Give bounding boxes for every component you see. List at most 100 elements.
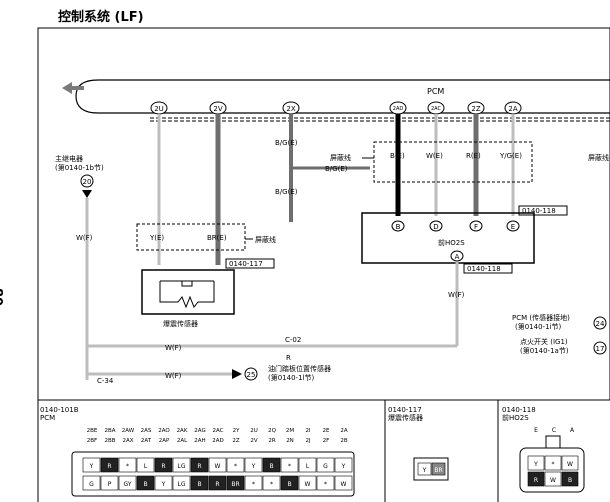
shield-box-knock [136, 223, 246, 251]
wire-label-be: B(E) [390, 152, 405, 160]
pcm-ground-ref: (第0140-1i节) [515, 322, 561, 331]
pin-d-label: D [433, 223, 438, 231]
shield-box-ho2s [373, 141, 533, 183]
ref-box-118-a [518, 205, 568, 216]
pcm-pin-label: 2BB [104, 438, 115, 444]
pcm-pin-color: * [288, 463, 291, 470]
pcm-pin-label: 2AW [122, 428, 135, 434]
terminal-25 [244, 367, 258, 381]
ho2s-pin-color: R [534, 477, 538, 484]
pcm-pin-color: * [234, 463, 237, 470]
ref-0140-118-a: 0140-118 [522, 207, 556, 215]
page-title: 控制系统 (LF) [58, 10, 144, 25]
pcm-pin-label: 2AL [177, 438, 188, 444]
pcm-pin-cell [190, 475, 209, 491]
pcm-pin-cell [244, 475, 263, 491]
ignition-ref: (第0140-1a节) [520, 346, 569, 355]
pcm-pin-cell [136, 475, 155, 491]
pcm-pin-label: 2BE [87, 428, 98, 434]
terminal-2x-label: 2X [286, 105, 295, 113]
ho2s-pin-cell [527, 471, 545, 487]
wire-label-bre: BR(E) [207, 234, 227, 242]
pcm-pin-cell [280, 475, 299, 491]
pcm-pin-label: 2J [305, 438, 310, 444]
pcm-pin-cell [154, 457, 173, 473]
diagram-frame [37, 27, 610, 401]
wire-label-wf-2: W(F) [448, 291, 465, 299]
wires [157, 114, 515, 265]
pcm-bus-bar [75, 79, 610, 114]
pcm-pin-cell [208, 475, 227, 491]
pcm-pin-cell [226, 475, 245, 491]
wire-label-re: R(E) [466, 152, 481, 160]
pcm-pin-label: 2M [286, 428, 294, 434]
ho2s-pin-color: W [550, 477, 556, 484]
wire-label-wf-3: W(F) [165, 344, 182, 352]
ho2s-pin-cell [561, 471, 579, 487]
pcm-pin-cell [118, 457, 137, 473]
ho2s-pin-color: W [567, 461, 573, 468]
terminal-25-label: 25 [247, 371, 256, 379]
pcm-ground-label: PCM (传感器接地) [512, 313, 570, 322]
pin-e-label: E [511, 223, 515, 231]
knock-pin-cell [417, 462, 432, 476]
wire-label-ye: Y(E) [149, 234, 164, 242]
pcm-pin-cell [262, 457, 281, 473]
knock-sensor-box [141, 269, 235, 315]
wire-label-we: W(E) [426, 152, 443, 160]
ho2s-pin-cell [544, 471, 562, 487]
terminal-20-label: 20 [83, 178, 92, 186]
pcm-pin-label: 2A [340, 428, 347, 434]
pcm-pin-color: L [144, 463, 148, 470]
terminal-2ac-label: 2AC [431, 106, 442, 112]
pcm-pin-color: L [306, 463, 310, 470]
throttle-label: 油门踏板位置传感器 [268, 364, 331, 373]
pcm-pin-color: Y [251, 463, 256, 470]
pcm-pin-label: 2Z [232, 438, 239, 444]
pcm-pin-color: B [197, 481, 201, 488]
pcm-pin-color: * [270, 481, 273, 488]
pcm-pin-cell [334, 457, 353, 473]
pin-f-label: F [474, 223, 478, 231]
pcm-pin-cell [298, 475, 317, 491]
connector-c34: C-34 [97, 377, 114, 385]
pcm-pin-label: 2Q [268, 428, 276, 434]
ho2s-pin-color: * [552, 461, 555, 468]
pcm-pin-label: 2AK [177, 428, 188, 434]
pcm-pin-color: R [215, 481, 219, 488]
wire-label-wf-1: W(F) [76, 234, 93, 242]
wire-label-bge-3: B/G(E) [275, 188, 298, 196]
pin-a-label: A [455, 253, 460, 261]
pcm-pin-cell [208, 457, 227, 473]
pcm-pin-cell [280, 457, 299, 473]
pcm-pin-cell [172, 457, 191, 473]
shield-label-1: 屏蔽线 [330, 153, 351, 162]
pcm-pin-cell [190, 457, 209, 473]
terminal-24-label: 24 [596, 320, 605, 328]
pcm-pin-color: LG [178, 481, 186, 488]
ho2s-pin-color: Y [533, 461, 538, 468]
pcm-bus-arrow-icon [62, 82, 84, 94]
pcm-pin-label: 2B [340, 438, 347, 444]
pcm-pin-color: Y [89, 463, 94, 470]
pcm-pin-color: * [126, 463, 129, 470]
panel2-code: 0140-117 [388, 406, 422, 414]
pcm-pin-color: G [89, 481, 94, 488]
pcm-label: PCM [427, 87, 444, 96]
pcm-pin-cell [262, 475, 281, 491]
ignition-label: 点火开关 (IG1) [520, 337, 568, 346]
pcm-pin-cell [316, 475, 335, 491]
pcm-pin-label: 2I [305, 428, 310, 434]
pcm-pin-color: W [341, 481, 347, 488]
connector-c02: C-02 [285, 336, 301, 344]
pcm-pin-label: 2U [250, 428, 258, 434]
knock-pin-cell [431, 462, 446, 476]
pcm-pin-label: 2BF [87, 438, 97, 444]
connector-c02-color: R [286, 354, 291, 362]
pcm-pin-label: 2AP [159, 438, 170, 444]
knock-sensor-label: 爆震传感器 [163, 319, 198, 328]
